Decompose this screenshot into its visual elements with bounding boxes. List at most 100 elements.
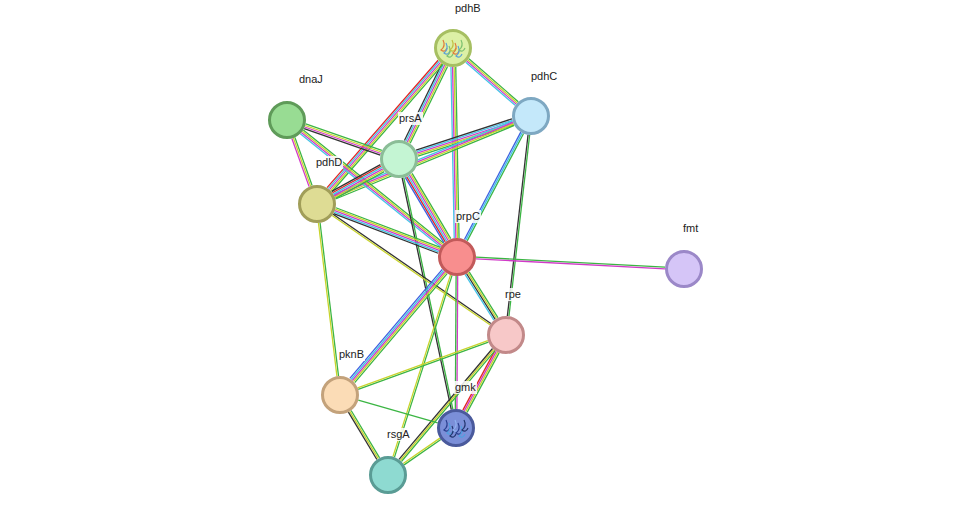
interaction-edge <box>332 165 385 199</box>
evidence-line <box>467 61 516 104</box>
evidence-line <box>318 223 336 376</box>
evidence-line <box>469 59 518 102</box>
evidence-line <box>466 62 515 105</box>
interaction-edge <box>476 257 665 269</box>
evidence-line <box>404 439 441 464</box>
interaction-edge <box>416 119 514 156</box>
interaction-edge <box>403 438 441 465</box>
evidence-line <box>293 138 310 186</box>
evidence-line <box>401 351 495 462</box>
evidence-line <box>464 132 520 239</box>
evidence-line <box>476 259 665 269</box>
protein-node: rsgA <box>369 456 407 494</box>
interaction-edge <box>350 269 447 382</box>
structure-sketch <box>462 420 468 431</box>
interaction-edge <box>348 410 379 459</box>
evidence-line <box>466 133 522 240</box>
protein-node: gmk <box>437 409 475 447</box>
node-circle <box>434 29 472 67</box>
interaction-edge <box>399 348 495 461</box>
evidence-line <box>411 174 450 239</box>
interaction-edge <box>318 223 338 376</box>
evidence-line <box>334 169 383 196</box>
protein-label: pdhD <box>315 156 343 169</box>
evidence-line <box>467 134 523 241</box>
evidence-line <box>476 257 665 267</box>
evidence-line <box>466 274 495 320</box>
evidence-line <box>354 273 446 382</box>
evidence-line <box>400 350 494 461</box>
node-circle <box>321 376 359 414</box>
interaction-edge <box>300 130 443 247</box>
evidence-line <box>351 410 379 457</box>
node-circle <box>438 238 476 276</box>
protein-node: pdhB <box>434 29 472 67</box>
protein-node: fmt <box>665 250 703 288</box>
evidence-line <box>335 170 384 197</box>
interaction-edge <box>466 59 519 106</box>
node-circle <box>268 101 306 139</box>
evidence-line <box>334 214 438 254</box>
evidence-line <box>333 166 382 193</box>
protein-label: gmk <box>454 381 477 394</box>
interaction-edge <box>334 208 441 254</box>
evidence-line <box>416 119 512 150</box>
interaction-edge <box>334 121 515 199</box>
node-circle <box>380 140 418 178</box>
protein-label: rpe <box>504 288 522 301</box>
evidence-line <box>407 177 446 242</box>
evidence-line <box>350 411 378 458</box>
evidence-line <box>403 438 440 463</box>
evidence-line <box>292 138 309 186</box>
evidence-line <box>295 137 312 185</box>
evidence-line <box>468 60 517 103</box>
evidence-line <box>335 125 514 199</box>
evidence-line <box>306 124 382 151</box>
node-circle <box>298 185 336 223</box>
node-circle <box>512 97 550 135</box>
evidence-line <box>358 400 437 423</box>
protein-node: prpC <box>438 238 476 276</box>
protein-label: pknB <box>338 348 365 361</box>
evidence-line <box>465 274 494 320</box>
evidence-line <box>352 271 444 380</box>
protein-node: pdhD <box>298 185 336 223</box>
evidence-line <box>320 223 338 376</box>
node-circle <box>369 456 407 494</box>
interaction-edge <box>465 272 498 320</box>
protein-label: pdhC <box>530 70 558 83</box>
node-circle <box>487 316 525 354</box>
evidence-line <box>469 272 498 318</box>
evidence-line <box>417 120 513 151</box>
evidence-line <box>334 212 438 252</box>
evidence-line <box>451 67 454 238</box>
protein-node: prsA <box>380 140 418 178</box>
structure-sketch <box>459 40 465 51</box>
protein-label: prsA <box>398 112 423 125</box>
interaction-edge <box>358 400 437 423</box>
protein-label: prpC <box>455 210 481 223</box>
protein-label: dnaJ <box>298 73 324 86</box>
protein-label: rsgA <box>386 428 411 441</box>
node-circle <box>437 409 475 447</box>
interaction-edge <box>327 60 443 192</box>
evidence-line <box>305 125 381 152</box>
evidence-line <box>333 167 382 194</box>
protein-label: fmt <box>682 222 699 235</box>
protein-node: dnaJ <box>268 101 306 139</box>
evidence-line <box>335 124 514 198</box>
evidence-line <box>412 173 451 238</box>
evidence-line <box>468 273 497 319</box>
interaction-edge <box>405 173 451 242</box>
evidence-line <box>335 211 439 251</box>
interaction-edge <box>464 132 523 241</box>
evidence-line <box>348 412 376 459</box>
protein-label: pdhB <box>454 2 482 15</box>
node-circle <box>665 250 703 288</box>
protein-node: pknB <box>321 376 359 414</box>
protein-node: pdhC <box>512 97 550 135</box>
evidence-line <box>399 348 493 459</box>
interaction-edge <box>292 137 312 186</box>
